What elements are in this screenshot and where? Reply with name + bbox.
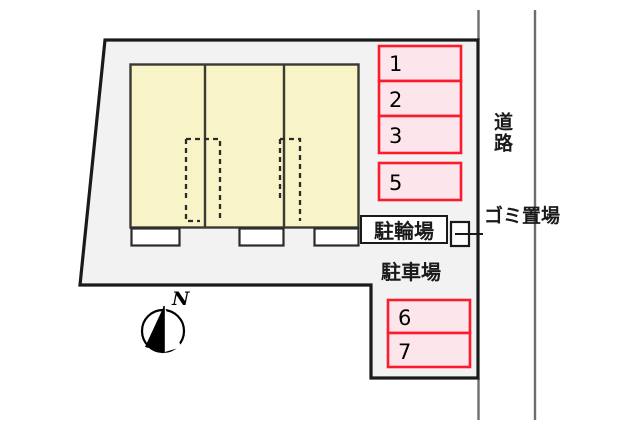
entrance-group: [130, 227, 360, 247]
parking-stall-7-number: 7: [398, 340, 412, 364]
parking-stalls-upper: [377, 44, 463, 202]
stair-outline-1: [184, 137, 222, 223]
garbage-enclosure-group: [449, 220, 483, 248]
road-label: 道路: [491, 112, 513, 154]
compass-needle-dark: [145, 306, 164, 352]
entrance-box-1: [130, 227, 181, 247]
stair-outline-group: [184, 137, 302, 223]
parking-stall-6-number: 6: [398, 306, 412, 330]
apartment-building: [129, 63, 360, 247]
parking-stall-3[interactable]: [377, 114, 463, 155]
entrance-box-3: [313, 227, 360, 247]
parking-stall-1[interactable]: [377, 44, 463, 83]
parking-stall-7[interactable]: [386, 331, 472, 369]
bicycle-parking-label: 駐輪場: [360, 215, 448, 244]
parking-stall-3-number: 3: [389, 124, 403, 148]
parking-stall-2[interactable]: [377, 79, 463, 118]
stair-outline-2: [278, 137, 302, 221]
compass-rose: [140, 305, 186, 354]
parking-stall-2-number: 2: [389, 88, 403, 112]
parking-stall-5[interactable]: [377, 161, 463, 202]
parking-stall-5-number: 5: [389, 171, 403, 195]
parking-stalls-lower: [386, 298, 472, 369]
road-area: [477, 10, 537, 420]
parking-stall-1-number: 1: [389, 52, 403, 76]
car-parking-label: 駐車場: [381, 260, 441, 284]
entrance-box-2: [238, 227, 285, 247]
building-footprint: [129, 63, 360, 229]
compass-north-label: N: [172, 288, 190, 310]
garbage-area-label: ゴミ置場: [484, 205, 561, 227]
